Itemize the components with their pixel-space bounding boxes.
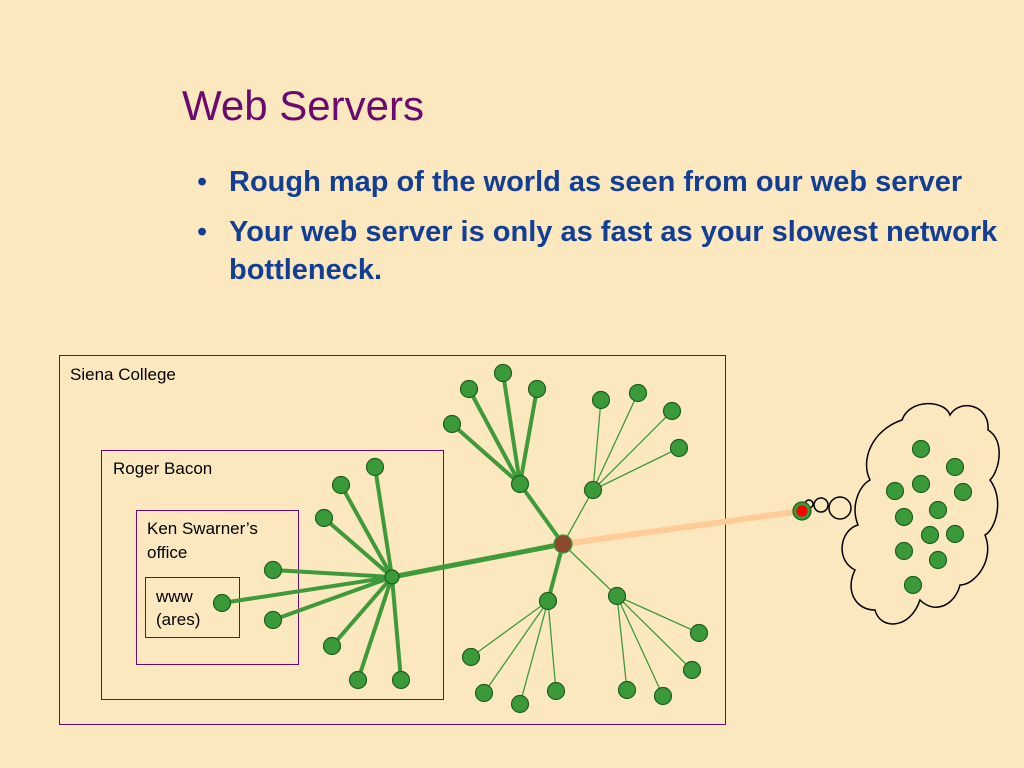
link	[616, 595, 628, 691]
hub-node	[607, 586, 627, 606]
link	[322, 516, 394, 579]
host-node	[442, 414, 462, 434]
link	[616, 595, 664, 697]
link	[390, 575, 403, 682]
host-node	[263, 610, 283, 630]
host-node	[527, 379, 547, 399]
bullet-text: Your web server is only as fast as your …	[229, 216, 998, 286]
www-label-line2: (ares)	[156, 610, 201, 629]
internet-host-node	[903, 575, 923, 595]
link	[467, 387, 522, 486]
host-node	[212, 593, 232, 613]
link	[339, 483, 394, 579]
host-node	[331, 475, 351, 495]
host-node	[348, 670, 368, 690]
bullet-item: • Rough map of the world as seen from ou…	[185, 163, 1005, 201]
host-node	[689, 623, 709, 643]
link	[373, 465, 394, 579]
roger-bacon-label: Roger Bacon	[113, 459, 213, 478]
link	[616, 595, 693, 671]
link	[220, 575, 394, 605]
host-node	[474, 683, 494, 703]
link	[330, 575, 394, 648]
link	[470, 600, 549, 658]
internet-host-node	[911, 474, 931, 494]
links-layer	[220, 371, 805, 705]
link	[501, 371, 522, 486]
link	[519, 600, 549, 705]
host-node	[653, 686, 673, 706]
roger-bacon-box	[101, 450, 444, 700]
host-node	[461, 647, 481, 667]
gateway-core	[796, 505, 808, 517]
bullet-dot: •	[197, 216, 208, 248]
link	[592, 399, 602, 491]
internet-host-node	[928, 500, 948, 520]
internet-host-node	[928, 550, 948, 570]
internet-host-node	[894, 541, 914, 561]
www-server-box	[145, 577, 240, 638]
host-node	[669, 438, 689, 458]
host-node	[682, 660, 702, 680]
host-node	[314, 508, 334, 528]
siena-college-label: Siena College	[70, 365, 176, 384]
internet-host-node	[920, 525, 940, 545]
link	[592, 447, 680, 491]
link	[271, 568, 394, 579]
internet-host-node	[894, 507, 914, 527]
office-label-line1: Ken Swarner’s	[147, 519, 258, 538]
link	[562, 543, 618, 597]
bullet-text: Rough map of the world as seen from our …	[229, 166, 963, 198]
host-node	[263, 560, 283, 580]
host-node	[510, 694, 530, 714]
link	[483, 600, 549, 694]
router-node	[553, 534, 573, 554]
hub-node	[510, 474, 530, 494]
host-node	[628, 383, 648, 403]
cloud-outline	[841, 402, 1000, 625]
host-node	[391, 670, 411, 690]
link	[518, 482, 565, 546]
bullet-list: • Rough map of the world as seen from ou…	[185, 163, 1005, 301]
bullet-dot: •	[197, 166, 208, 198]
internet-host-node	[885, 481, 905, 501]
backbone-link	[389, 541, 566, 580]
link	[450, 422, 522, 486]
slide-title: Web Servers	[182, 82, 424, 129]
cloud-bubble	[813, 497, 829, 513]
bullet-item: • Your web server is only as fast as you…	[185, 213, 1005, 289]
host-node	[591, 390, 611, 410]
link	[616, 595, 700, 634]
link	[356, 575, 394, 682]
switch-node	[384, 569, 400, 585]
link	[546, 542, 565, 603]
office-label-line2: office	[147, 543, 188, 562]
office-box	[136, 510, 299, 665]
siena-college-box	[59, 355, 726, 725]
link	[592, 392, 639, 491]
link	[592, 410, 673, 491]
internet-host-node	[953, 482, 973, 502]
link	[547, 600, 557, 692]
host-node	[617, 680, 637, 700]
internet-host-node	[911, 439, 931, 459]
host-node	[459, 379, 479, 399]
internet-host-node	[945, 457, 965, 477]
cloud-bubble	[828, 496, 852, 520]
internet-host-node	[945, 524, 965, 544]
host-node	[546, 681, 566, 701]
host-node	[365, 457, 385, 477]
link	[518, 387, 539, 486]
hub-node	[538, 591, 558, 611]
uplink-link	[560, 508, 805, 547]
link	[271, 575, 394, 622]
host-node	[662, 401, 682, 421]
hub-node	[583, 480, 603, 500]
www-label-line1: www	[156, 587, 193, 606]
host-node	[322, 636, 342, 656]
nodes-layer	[212, 363, 973, 714]
host-node	[493, 363, 513, 383]
link	[562, 489, 594, 545]
